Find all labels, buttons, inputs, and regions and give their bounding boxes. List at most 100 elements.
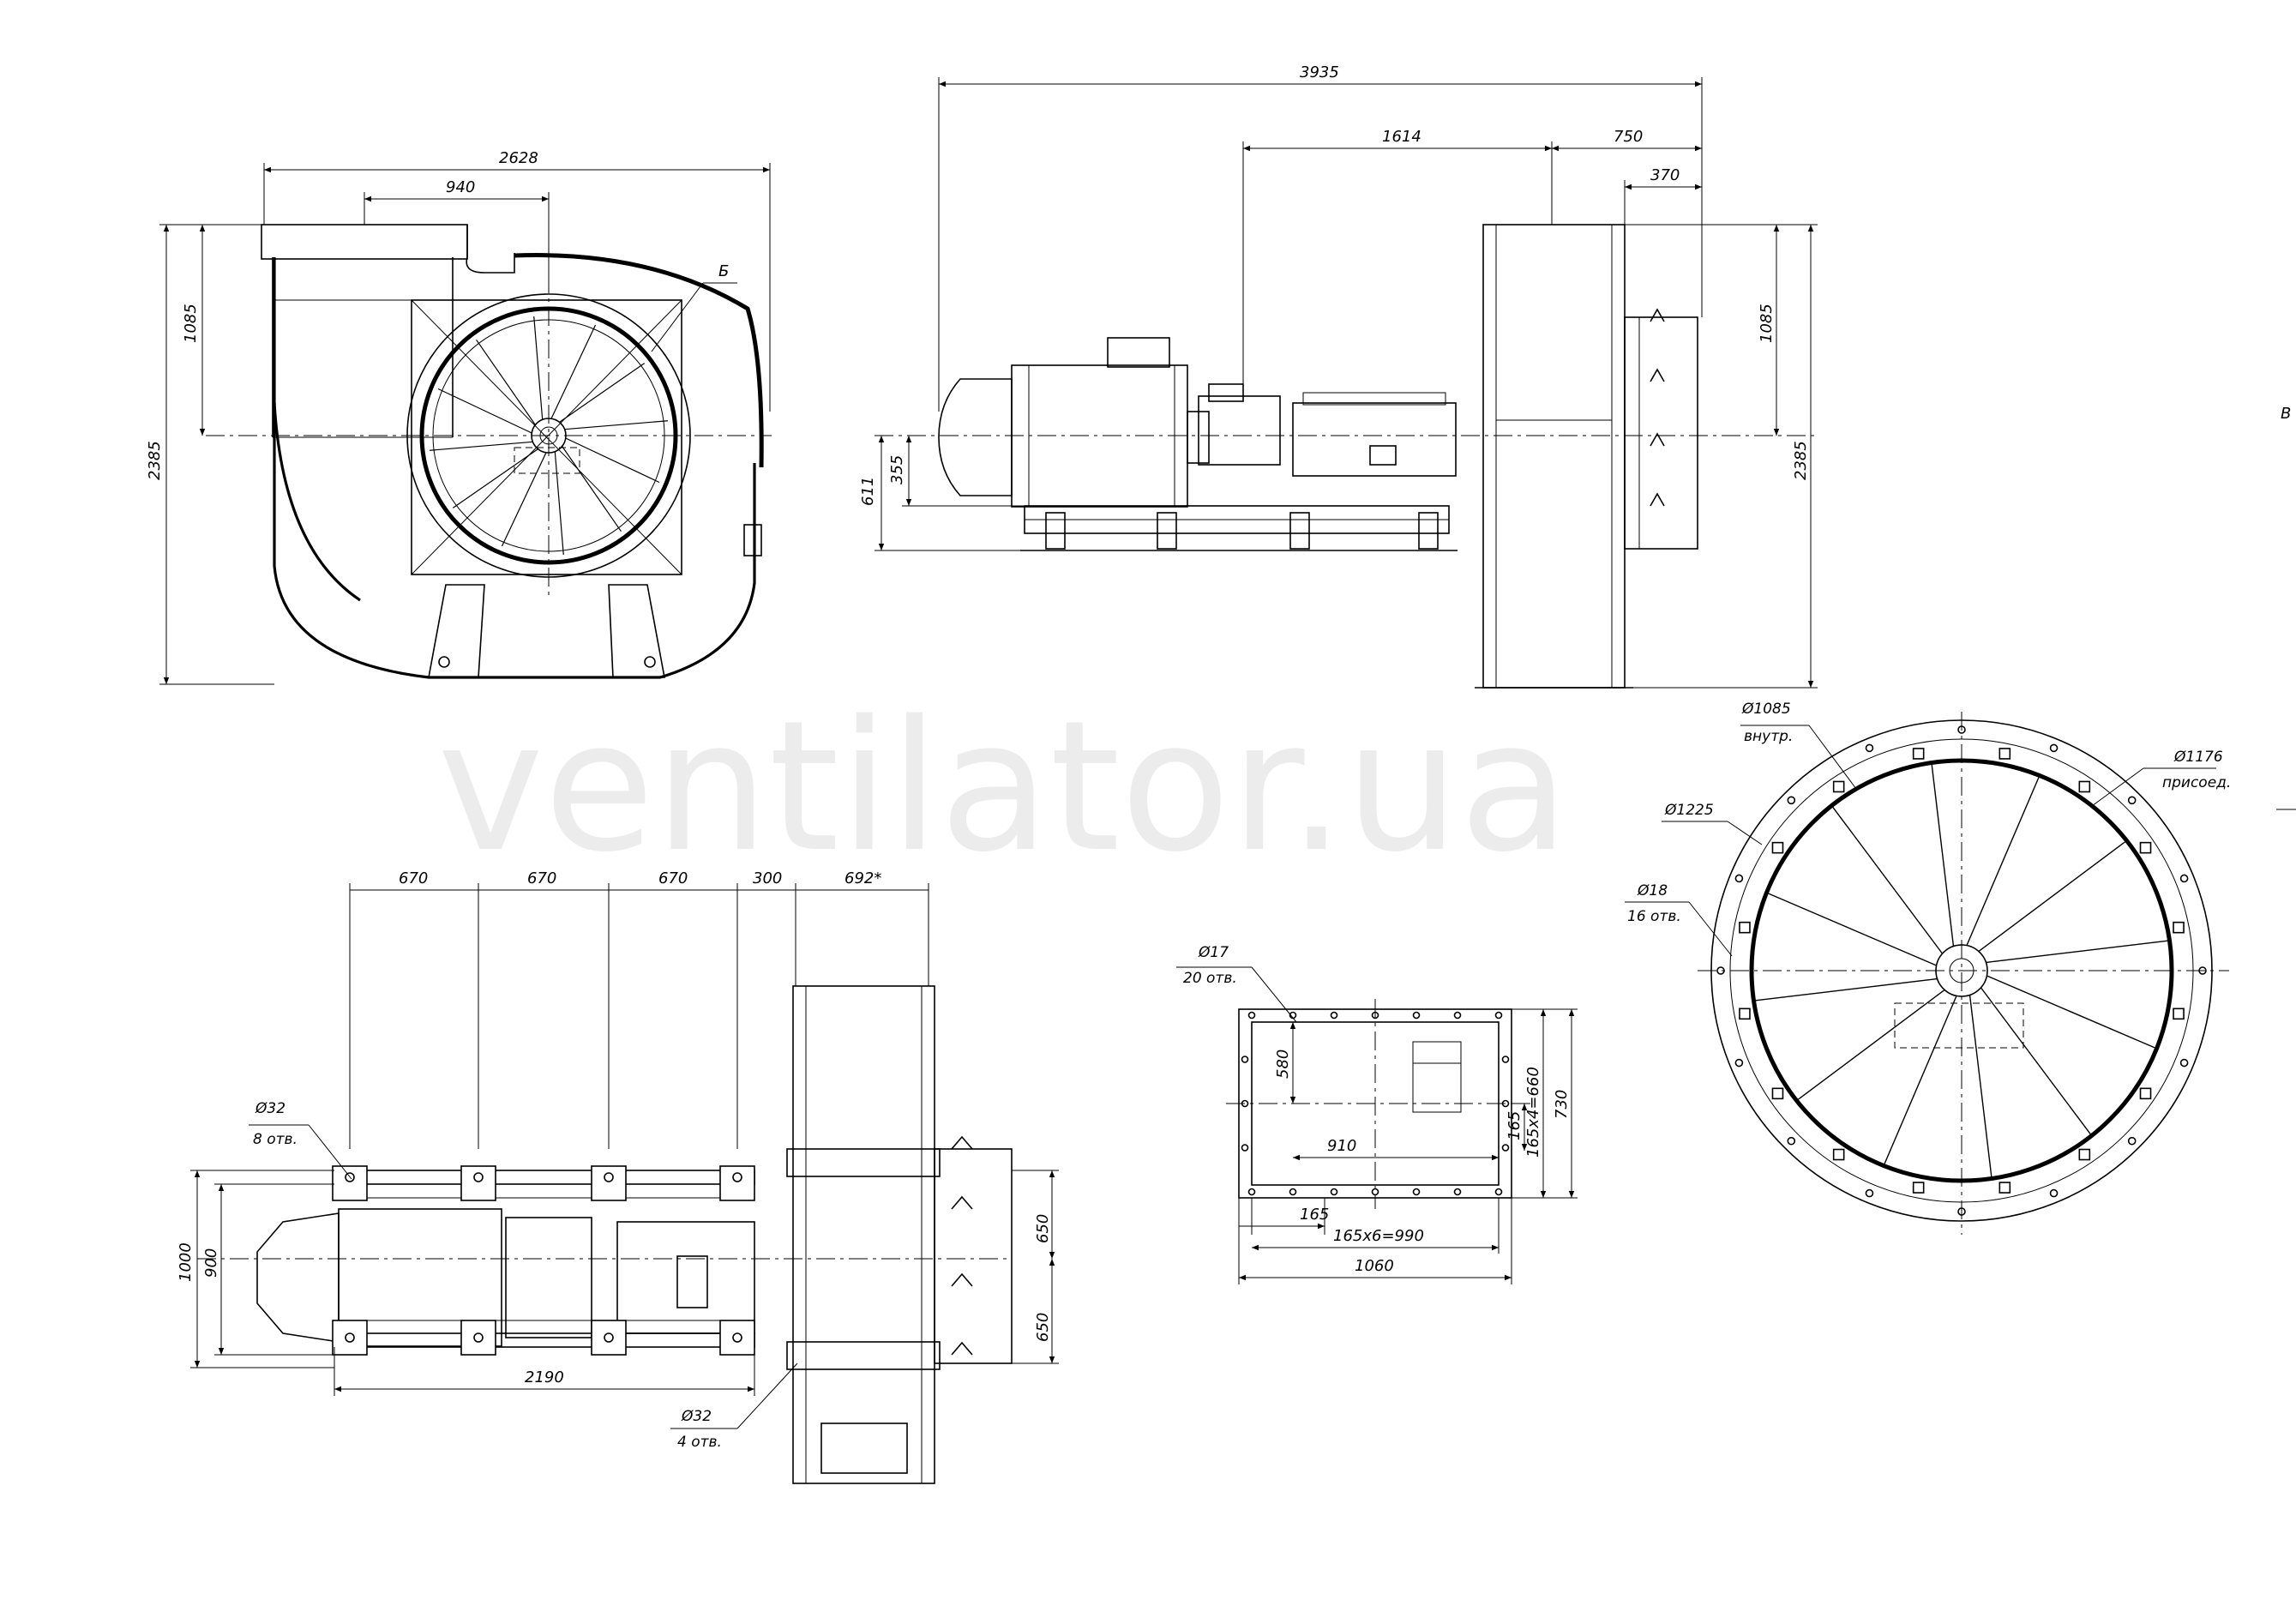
mounting-hole — [732, 1332, 742, 1343]
dim-side-base-to-axis: 355 — [888, 455, 906, 484]
flange-bolt-hole — [2049, 1188, 2059, 1198]
bolt-hole — [1371, 1011, 1379, 1020]
impeller-blade — [533, 316, 544, 420]
impeller-blade — [564, 420, 668, 430]
watermark-text: ventilator.ua — [437, 682, 1570, 892]
dim-plan-spacing-2: 670 — [527, 869, 556, 887]
impeller-blade — [501, 452, 547, 547]
dim-flange-730: 730 — [1553, 1090, 1571, 1119]
bolt-hole — [1494, 1188, 1503, 1196]
note-casing-hole-dia: Ø32 — [681, 1408, 712, 1425]
flange-clip — [2078, 1148, 2091, 1161]
note-flange-hole-count: 20 отв. — [1183, 970, 1237, 987]
flange-clip — [2139, 841, 2152, 854]
flange-clip — [2139, 1087, 2152, 1100]
section-label-b: Б — [718, 262, 729, 280]
wheel-spoke — [1796, 989, 1945, 1102]
flange-clip — [2173, 921, 2185, 934]
bolt-hole — [1501, 1099, 1510, 1108]
dim-plan-half-2: 650 — [1034, 1313, 1052, 1342]
bolt-hole — [1501, 1144, 1510, 1152]
wheel-spoke — [1986, 975, 2157, 1050]
flange-clip — [1912, 1182, 1925, 1194]
mounting-pad — [719, 1165, 755, 1201]
bolt-hole — [1241, 1056, 1249, 1063]
dim-plan-spacing-5: 692* — [844, 869, 881, 887]
dim-plan-half-1: 650 — [1034, 1214, 1052, 1243]
note-inlet-dia-inner: Ø1085 — [1741, 701, 1791, 718]
impeller-blade — [452, 448, 538, 508]
wheel-spoke — [1986, 940, 2170, 964]
flange-bolt-hole — [1734, 1058, 1744, 1068]
dim-front-total-width: 2628 — [499, 149, 538, 167]
dim-flange-165x4: 165x4=660 — [1524, 1067, 1542, 1158]
bolt-hole — [1453, 1188, 1462, 1196]
flange-bolt-hole — [2127, 1136, 2137, 1146]
dim-flange-910: 910 — [1327, 1137, 1356, 1155]
impeller-blade — [562, 446, 622, 532]
bolt-hole — [1330, 1188, 1338, 1196]
note-frame-hole-dia: Ø32 — [255, 1100, 285, 1117]
bolt-hole — [1494, 1011, 1503, 1020]
wheel-spoke — [1980, 987, 2093, 1136]
view-label-v: В — [2281, 405, 2291, 423]
flange-clip — [1998, 1182, 2011, 1194]
mounting-hole — [604, 1332, 614, 1343]
dim-plan-frame-width-outer: 1000 — [177, 1242, 195, 1282]
side-view: 3935 1614 750 370 611 355 1085 2385 В — [859, 63, 2291, 689]
flange-bolt-hole — [1865, 743, 1874, 753]
wheel-spoke — [1753, 977, 1938, 1001]
dim-plan-frame-width-inner: 900 — [202, 1248, 220, 1278]
impeller-blade — [476, 339, 536, 425]
wheel-spoke — [1883, 995, 1957, 1166]
impeller-blade — [554, 451, 564, 555]
bolt-hole — [1241, 1099, 1249, 1108]
dim-plan-spacing-4: 300 — [753, 869, 782, 887]
impeller-blade — [559, 363, 646, 423]
dim-flange-1060: 1060 — [1355, 1257, 1394, 1275]
flange-bolt-hole — [2127, 796, 2137, 805]
wheel-spoke — [1766, 892, 1937, 966]
dim-side-flange-offset: 370 — [1650, 166, 1680, 184]
bolt-hole — [1247, 1188, 1256, 1196]
plan-view: 670 670 670 300 692* 2190 1000 900 650 6… — [177, 869, 1059, 1484]
note-inlet-dia-inner-label: внутр. — [1744, 728, 1793, 745]
mounting-hole — [473, 1332, 484, 1343]
mounting-pad — [460, 1320, 496, 1356]
flange-clip — [2078, 780, 2091, 793]
bolt-hole — [1241, 1144, 1249, 1152]
mounting-pad — [332, 1165, 368, 1201]
dim-plan-frame-length: 2190 — [525, 1368, 564, 1386]
dim-front-inlet-width: 940 — [446, 178, 475, 196]
dim-plan-spacing-1: 670 — [399, 869, 428, 887]
flange-bolt-hole — [2049, 743, 2059, 753]
bolt-hole — [1371, 1188, 1379, 1196]
dim-front-inlet-height: 1085 — [182, 304, 200, 343]
note-inlet-dia-outer: Ø1225 — [1664, 802, 1714, 819]
wheel-spoke — [1966, 775, 2041, 946]
flange-clip — [1771, 841, 1784, 854]
mounting-hole — [345, 1172, 355, 1182]
dim-front-total-height: 2385 — [146, 441, 164, 480]
mounting-hole — [732, 1172, 742, 1182]
flange-bolt-hole — [1734, 874, 1744, 883]
flange-clip — [1998, 748, 2011, 760]
note-inlet-hole-count: 16 отв. — [1627, 908, 1681, 925]
mounting-pad — [591, 1165, 627, 1201]
mounting-pad — [332, 1320, 368, 1356]
dim-side-total-height: 2385 — [1792, 441, 1810, 480]
flange-clip — [1832, 780, 1845, 793]
impeller-blade — [430, 441, 533, 451]
dim-flange-165x6: 165x6=990 — [1333, 1227, 1424, 1245]
note-inlet-hole-dia: Ø18 — [1637, 882, 1668, 899]
flange-bolt-hole — [1787, 1136, 1796, 1146]
dim-flange-165-vertical: 165 — [1506, 1111, 1524, 1140]
dim-side-outlet-height: 1085 — [1758, 304, 1776, 343]
mounting-pad — [719, 1320, 755, 1356]
wheel-spoke — [1830, 805, 1944, 954]
bolt-hole — [1247, 1011, 1256, 1020]
flange-bolt-hole — [1865, 1188, 1874, 1198]
mounting-pad — [460, 1165, 496, 1201]
bolt-hole — [1453, 1011, 1462, 1020]
